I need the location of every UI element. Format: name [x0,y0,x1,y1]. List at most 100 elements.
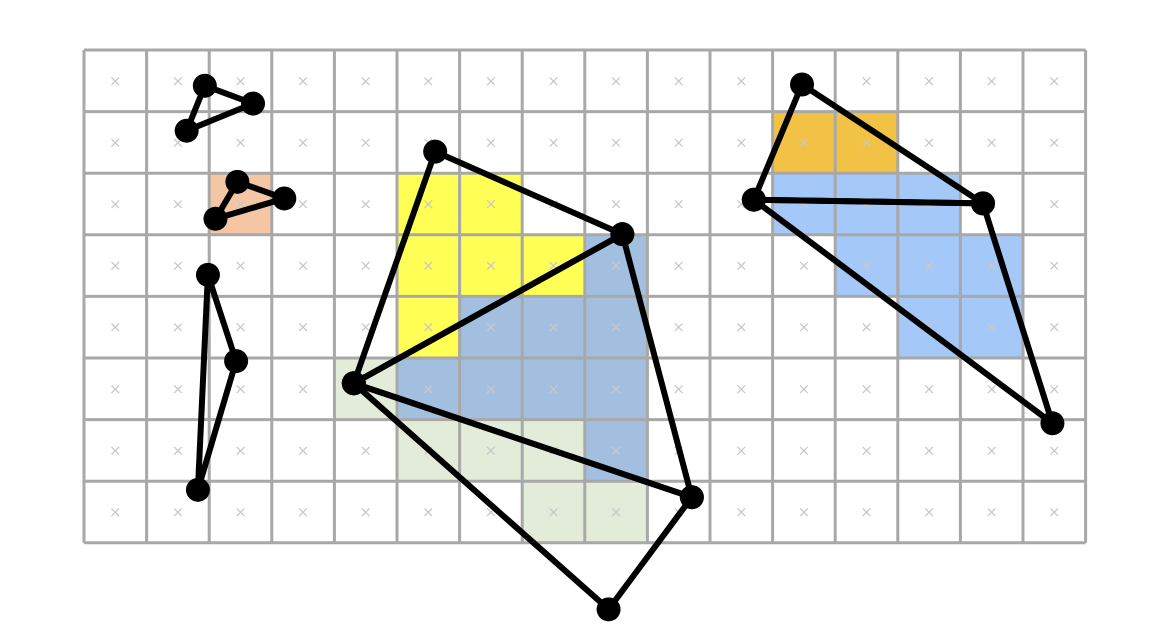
vertex-dot [1040,411,1065,436]
cell-marker: × [985,441,998,459]
cell-marker: × [798,133,811,151]
cell-marker: × [234,318,247,336]
filled-cell-blue [522,358,585,420]
vertex-dot [272,186,297,211]
cell-marker: × [735,441,748,459]
cell-marker: × [1048,133,1061,151]
cell-marker: × [985,380,998,398]
cell-markers-layer: × × × × × × × × × × × × × × × × × × × × × × × × × × × × × × × × × × × × × × × ×… [109,72,1061,521]
cell-marker: × [547,133,560,151]
cell-marker: × [1048,257,1061,275]
thin-triangle-left-outline [194,271,240,493]
cell-marker: × [860,257,873,275]
cell-marker: × [485,257,498,275]
cell-marker: × [109,318,122,336]
cell-marker: × [672,257,685,275]
cell-marker: × [485,441,498,459]
cell-marker: × [359,133,372,151]
cell-marker: × [1048,72,1061,90]
filled-cell-blue [584,296,648,358]
cell-marker: × [923,441,936,459]
cell-marker: × [297,133,310,151]
cell-marker: × [109,441,122,459]
vertex-dot [241,91,266,116]
cell-marker: × [485,72,498,90]
cell-marker: × [297,318,310,336]
cell-marker: × [985,257,998,275]
vertex-dot [610,222,635,247]
cell-marker: × [422,195,435,213]
cell-marker: × [359,441,372,459]
cell-marker: × [234,257,247,275]
cell-marker: × [109,133,122,151]
vertex-dot [174,118,199,143]
vertex-dot [679,485,704,510]
cell-marker: × [985,318,998,336]
small-triangle-top [183,82,256,134]
cell-marker: × [234,503,247,521]
cell-marker: × [547,380,560,398]
cell-marker: × [672,72,685,90]
cell-marker: × [234,133,247,151]
cell-marker: × [860,380,873,398]
cell-marker: × [359,195,372,213]
cell-marker: × [798,441,811,459]
small-triangle-middle-outline [212,178,288,222]
cell-marker: × [798,318,811,336]
cell-marker: × [985,133,998,151]
cell-marker: × [109,257,122,275]
cell-marker: × [798,380,811,398]
cell-marker: × [1048,441,1061,459]
cell-marker: × [672,380,685,398]
filled-cell-light-green [522,481,585,543]
cell-marker: × [422,503,435,521]
cell-marker: × [109,72,122,90]
cell-marker: × [985,503,998,521]
cell-marker: × [547,503,560,521]
small-triangle-middle [212,178,288,222]
triangles-layer [174,72,1065,622]
vertex-dot [341,371,366,396]
grid-lines-layer [82,48,1088,545]
cell-marker: × [172,503,185,521]
cell-marker: × [610,380,623,398]
cell-marker: × [485,380,498,398]
cell-marker: × [672,133,685,151]
vertex-dot [225,169,250,194]
vertex-dot [423,139,448,164]
cell-marker: × [485,195,498,213]
cell-marker: × [798,503,811,521]
cell-marker: × [547,318,560,336]
cell-marker: × [109,195,122,213]
triangle-light-blue [750,196,1056,427]
cell-marker: × [485,318,498,336]
cell-marker: × [610,257,623,275]
cell-marker: × [923,257,936,275]
cell-marker: × [923,503,936,521]
cell-marker: × [297,380,310,398]
filled-cell-blue [522,296,585,358]
cell-marker: × [547,72,560,90]
triangle-light-blue-outline [750,196,1056,427]
cell-marker: × [234,441,247,459]
filled-cell-light-green [584,481,648,543]
vertex-dot [596,597,621,622]
cell-marker: × [672,318,685,336]
cell-marker: × [610,318,623,336]
cell-marker: × [860,318,873,336]
cell-marker: × [172,195,185,213]
cell-marker: × [297,195,310,213]
vertex-dot [970,191,995,216]
cell-marker: × [297,503,310,521]
cell-marker: × [234,72,247,90]
cell-marker: × [1048,503,1061,521]
cell-marker: × [109,503,122,521]
cell-marker: × [297,441,310,459]
cell-marker: × [109,380,122,398]
cell-marker: × [172,257,185,275]
filled-cells-layer [209,111,1023,543]
cell-marker: × [1048,380,1061,398]
vertex-dot [790,72,815,97]
cell-marker: × [860,133,873,151]
